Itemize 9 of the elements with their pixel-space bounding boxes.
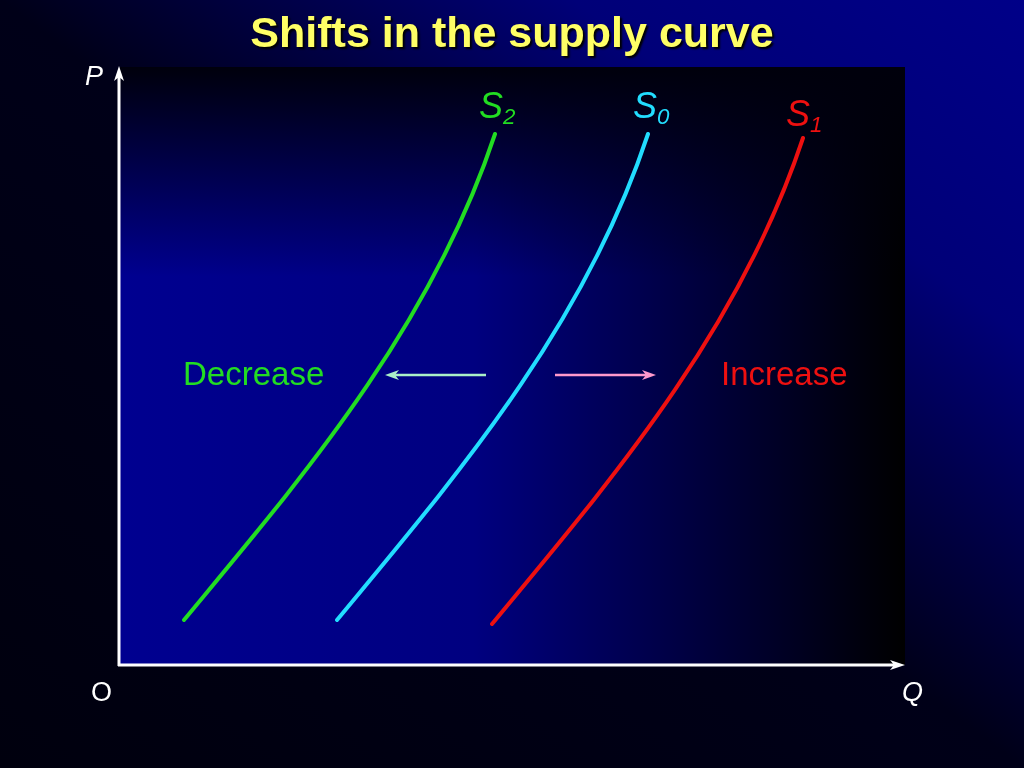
shift-label: Increase: [721, 356, 848, 393]
curve-label: S$_{2}$: [479, 86, 516, 126]
shift-label: Decrease: [183, 356, 325, 393]
axis-label: P: [85, 62, 103, 92]
curve-label: S$_{1}$: [786, 94, 823, 134]
slide-title: Shifts in the supply curve: [250, 8, 774, 56]
axis-label: Q: [902, 678, 923, 708]
curve-label: S$_{0}$: [633, 86, 670, 126]
origin-label: O: [91, 678, 112, 708]
